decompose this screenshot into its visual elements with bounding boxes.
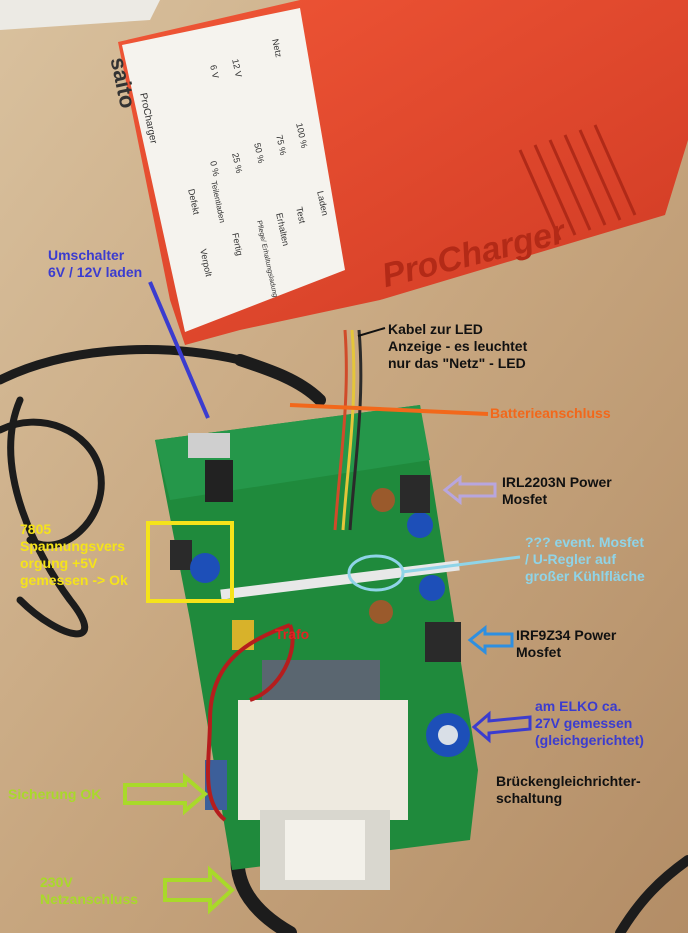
label-umschalter-line1: Umschalter: [48, 247, 125, 263]
coil-2: [369, 600, 393, 624]
label-7805-regler: 7805 Spannungsvers orgung +5V gemessen -…: [20, 521, 128, 589]
label-bruecke-line2: schaltung: [496, 790, 563, 806]
capacitor-mid: [407, 512, 433, 538]
irl-arrow: [442, 474, 497, 506]
capacitor-small: [190, 553, 220, 583]
batterie-pointer: [289, 403, 489, 416]
transformer-bobbin: [238, 700, 408, 820]
ic-chip: [205, 460, 233, 502]
label-elko-line2: 27V gemessen: [535, 715, 633, 731]
yellow-cap: [232, 620, 254, 650]
label-brueckengleichrichter: Brückengleichrichter- schaltung: [496, 773, 641, 807]
label-elko-line1: am ELKO ca.: [535, 698, 622, 714]
umschalter-pointer: [148, 281, 210, 419]
label-7805-line2: Spannungsvers: [20, 538, 126, 554]
kühl-pointer: [401, 555, 521, 574]
regulator-highlight-box: [146, 521, 234, 603]
label-mosfet-q-line2: / U-Regler auf: [525, 551, 617, 567]
label-irf-line1: IRF9Z34 Power: [516, 627, 617, 643]
label-mosfet-question: ??? event. Mosfet / U-Regler auf großer …: [525, 534, 645, 585]
mosfet-irl2203n: [400, 475, 430, 513]
label-irl-line2: Mosfet: [502, 491, 548, 507]
coil-1: [371, 488, 395, 512]
label-irl2203n: IRL2203N Power Mosfet: [502, 474, 612, 508]
regulator-7805: [170, 540, 192, 570]
label-kabel-led: Kabel zur LED Anzeige - es leuchtet nur …: [388, 321, 527, 372]
netz-arrow: [163, 865, 235, 915]
label-netz-line1: 230V: [40, 874, 73, 890]
label-netzanschluss: 230V Netzanschluss: [40, 874, 138, 908]
label-irf9z34: IRF9Z34 Power Mosfet: [516, 627, 616, 661]
label-mosfet-q-line3: großer Kühlfläche: [525, 568, 645, 584]
mosfet-irf9z34: [425, 622, 461, 662]
label-kabel-line1: Kabel zur LED: [388, 321, 483, 337]
label-elko: am ELKO ca. 27V gemessen (gleichgerichte…: [535, 698, 644, 749]
label-elko-line3: (gleichgerichtet): [535, 732, 644, 748]
label-umschalter-line2: 6V / 12V laden: [48, 264, 143, 280]
label-netz-line2: Netzanschluss: [40, 891, 139, 907]
led-cable-pointer: [357, 327, 386, 337]
label-irl-line1: IRL2203N Power: [502, 474, 612, 490]
label-7805-line1: 7805: [20, 521, 52, 537]
label-mosfet-q-line1: ??? event. Mosfet: [525, 534, 645, 550]
switch-body: [188, 433, 230, 458]
label-7805-line4: gemessen -> Ok: [20, 572, 128, 588]
label-7805-line3: orgung +5V: [20, 555, 98, 571]
label-kabel-line3: nur das "Netz" - LED: [388, 355, 526, 371]
label-batterieanschluss: Batterieanschluss: [490, 405, 611, 421]
label-kabel-line2: Anzeige - es leuchtet: [388, 338, 528, 354]
label-sicherung: Sicherung OK: [8, 786, 102, 802]
label-umschalter: Umschalter 6V / 12V laden: [48, 247, 142, 281]
irf-arrow: [467, 624, 514, 656]
heatsink-strip: [220, 560, 460, 600]
charger-vents: [518, 124, 637, 241]
label-irf-line2: Mosfet: [516, 644, 562, 660]
label-bruecke-line1: Brückengleichrichter-: [496, 773, 641, 789]
sicherung-arrow: [123, 772, 209, 816]
elko-arrow: [471, 710, 532, 744]
label-trafo: Trafo: [275, 626, 310, 642]
white-paper: [0, 0, 160, 30]
charger-panel: [122, 8, 345, 332]
